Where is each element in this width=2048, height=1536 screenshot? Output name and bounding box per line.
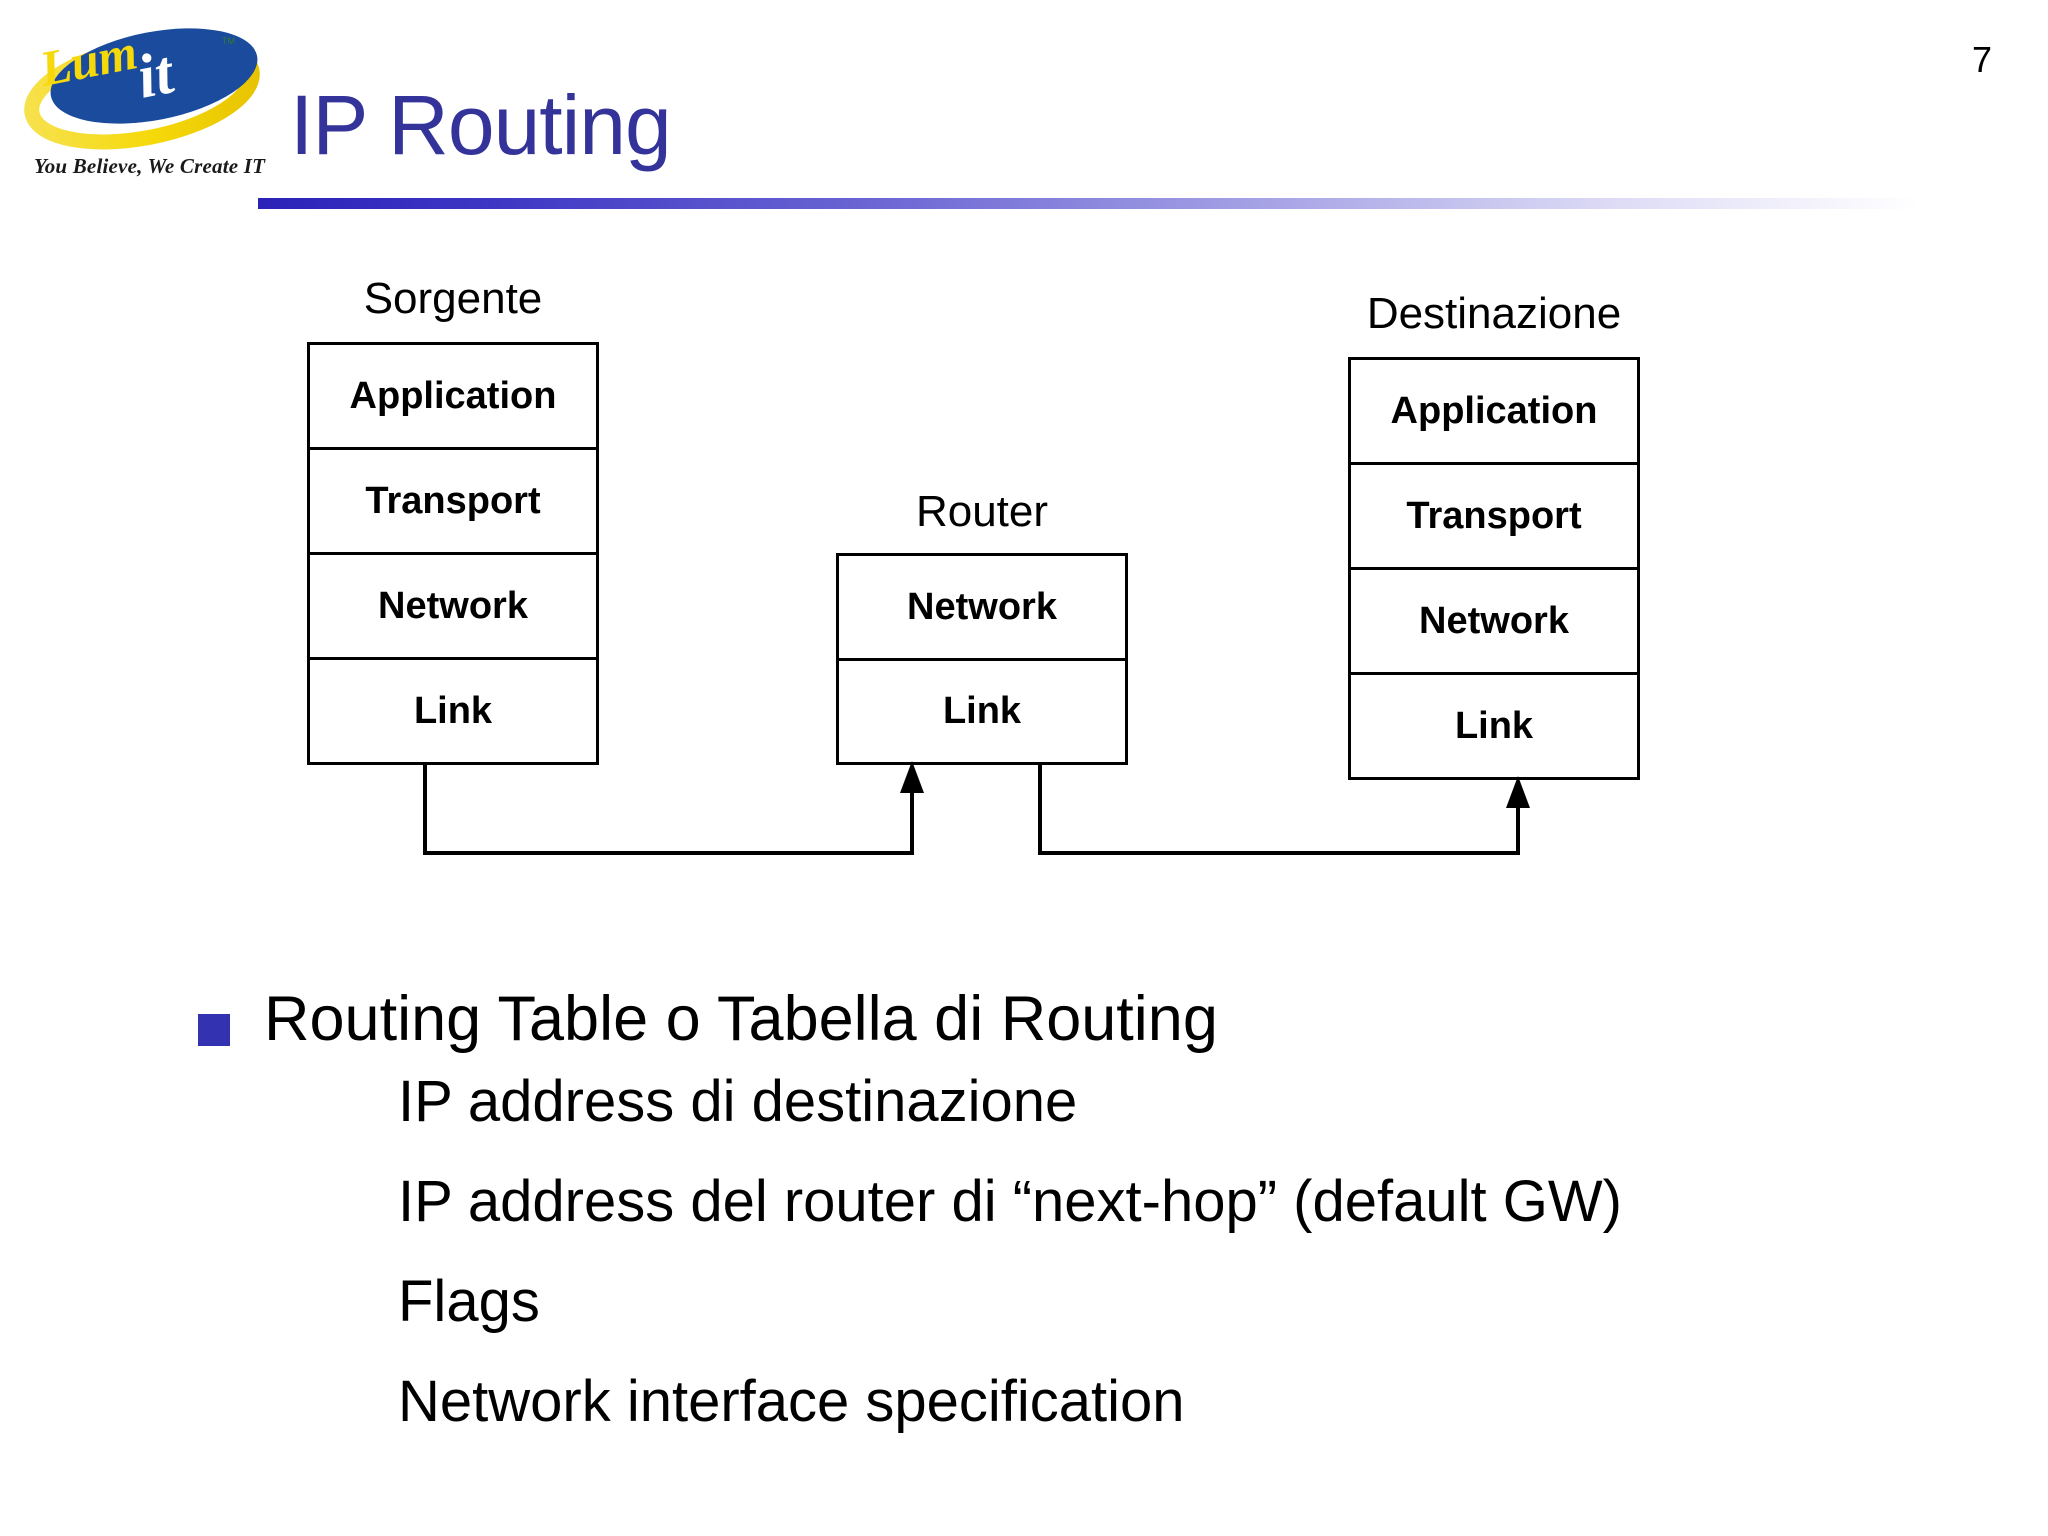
stack-source: Application Transport Network Link <box>307 342 599 765</box>
sub-bullet-3: Network interface specification <box>398 1369 1185 1434</box>
lumit-logo: Lum it TM You Believe, We Create IT <box>14 14 284 189</box>
logo-tagline: You Believe, We Create IT <box>34 154 266 178</box>
connector-source-to-router <box>423 761 924 855</box>
stack-caption-source: Sorgente <box>363 274 543 323</box>
layer-source-transport: Transport <box>310 450 596 555</box>
layer-destination-application: Application <box>1351 360 1637 465</box>
layer-router-link: Link <box>942 690 1022 732</box>
title-divider <box>258 198 1918 209</box>
diagram-connectors <box>423 761 1530 855</box>
layer-destination-link: Link <box>1454 704 1534 747</box>
layer-router-network: Network <box>839 556 1125 661</box>
page-number: 7 <box>1971 39 1992 80</box>
stack-caption-router: Router <box>915 487 1049 536</box>
layer-source-link: Link <box>413 689 493 732</box>
svg-text:TM: TM <box>222 36 235 46</box>
layer-source-application: Application <box>310 345 596 450</box>
stack-router: Network Link <box>836 553 1128 765</box>
layer-source-network: Network <box>310 555 596 660</box>
bullet-main: Routing Table o Tabella di Routing <box>264 984 1218 1054</box>
logo-mark-icon: Lum it TM <box>24 23 260 150</box>
sub-bullet-2: Flags <box>398 1269 540 1334</box>
stack-destination: Application Transport Network Link <box>1348 357 1640 780</box>
protocol-stack-diagram: Sorgente Application Transport Network L… <box>0 215 2048 915</box>
slide-header: Lum it TM You Believe, We Create IT IP R… <box>0 0 2048 215</box>
bullet-marker-square <box>198 1014 230 1046</box>
sub-bullet-1: IP address del router di “next-hop” (def… <box>398 1169 1622 1234</box>
connector-router-to-destination <box>1038 765 1530 855</box>
page-title: IP Routing <box>290 78 672 172</box>
layer-destination-transport: Transport <box>1351 465 1637 570</box>
sub-bullet-0: IP address di destinazione <box>398 1069 1078 1134</box>
layer-destination-network: Network <box>1351 570 1637 675</box>
stack-caption-destination: Destinazione <box>1366 289 1622 338</box>
